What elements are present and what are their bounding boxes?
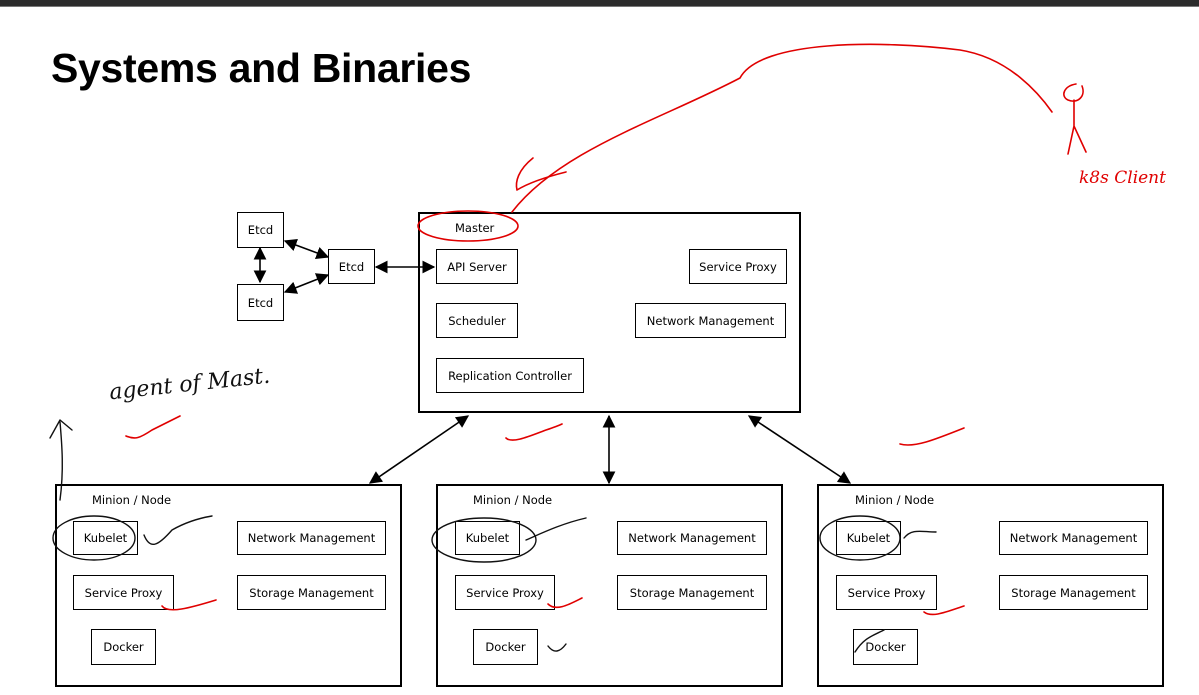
etcd-node-b: Etcd [237, 284, 284, 321]
ink-circle-kubelet-3 [819, 515, 901, 561]
master-frame [418, 212, 801, 413]
minion-3-network-management: Network Management [999, 521, 1148, 555]
minion-3-docker: Docker [853, 629, 918, 665]
minion-2-kubelet: Kubelet [455, 521, 520, 555]
ink-tick-sp-1 [161, 599, 217, 611]
ink-client-head [1063, 83, 1084, 102]
ink-circle-master [417, 210, 519, 242]
ink-check-docker-2 [547, 643, 567, 652]
arrow-etcd-b-to-main [283, 273, 330, 294]
ink-tick-left [125, 415, 181, 439]
minion-3-storage-management: Storage Management [999, 575, 1148, 610]
ink-client-body [1067, 99, 1087, 155]
minion-2-service-proxy: Service Proxy [455, 575, 555, 610]
minion-3-service-proxy: Service Proxy [836, 575, 937, 610]
ink-check-minion-3 [903, 530, 937, 539]
ink-tick-center [505, 423, 563, 441]
minion-label-3: Minion / Node [855, 493, 935, 507]
arrow-master-to-minion-3 [747, 415, 852, 484]
slide-title: Systems and Binaries [51, 45, 472, 91]
minion-3-kubelet: Kubelet [836, 521, 901, 555]
minion-frame-2 [436, 484, 783, 687]
minion-label-1: Minion / Node [92, 493, 172, 507]
minion-1-kubelet: Kubelet [73, 521, 138, 555]
minion-label-2: Minion / Node [473, 493, 553, 507]
ink-tick-sp-3 [923, 605, 965, 616]
ink-check-docker-3 [854, 629, 885, 653]
master-service-proxy: Service Proxy [689, 249, 787, 284]
master-label: Master [455, 221, 495, 235]
ink-check-minion-1 [143, 515, 213, 545]
minion-1-docker: Docker [91, 629, 156, 665]
ink-circle-kubelet-1 [52, 515, 136, 561]
minion-2-docker: Docker [473, 629, 538, 665]
master-network-management: Network Management [635, 303, 786, 338]
master-replication-controller: Replication Controller [436, 358, 584, 393]
master-scheduler: Scheduler [436, 303, 518, 338]
etcd-node-a: Etcd [237, 212, 284, 248]
minion-1-network-management: Network Management [237, 521, 386, 555]
ink-arrowhead-master [515, 157, 567, 191]
master-api-server: API Server [436, 249, 518, 284]
ink-circle-kubelet-2 [431, 517, 537, 563]
ink-arc-to-client [511, 43, 1053, 213]
minion-2-network-management: Network Management [617, 521, 767, 555]
top-window-bar [0, 0, 1199, 7]
minion-frame-3 [817, 484, 1164, 687]
ink-arrow-up [49, 419, 73, 501]
ink-tick-sp-2 [547, 597, 583, 609]
arrow-master-to-minion-1 [368, 415, 470, 484]
ink-tick-right [899, 427, 965, 446]
ink-check-minion-2 [525, 517, 587, 541]
minion-frame-1 [55, 484, 402, 687]
arrow-etcd-a-to-main [283, 239, 330, 259]
minion-1-storage-management: Storage Management [237, 575, 386, 610]
minion-2-storage-management: Storage Management [617, 575, 767, 610]
minion-1-service-proxy: Service Proxy [73, 575, 174, 610]
client-note: k8s Client [1079, 168, 1166, 188]
etcd-node-main: Etcd [328, 249, 375, 284]
